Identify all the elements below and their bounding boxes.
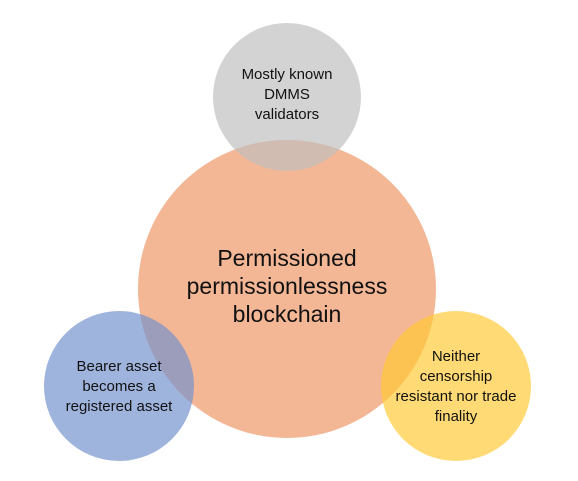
left-label: Bearer asset becomes a registered asset — [58, 342, 180, 432]
top-label-text: Mostly known DMMS validators — [241, 66, 333, 123]
center-label: Permissioned permissionlessness blockcha… — [160, 230, 414, 342]
top-circle — [213, 23, 361, 171]
right-label: Neither censorship resistant nor trade f… — [395, 342, 517, 432]
left-circle — [44, 311, 194, 461]
right-circle — [381, 311, 531, 461]
center-label-text: Permissioned permissionlessness blockcha… — [186, 245, 388, 327]
left-label-text: Bearer asset becomes a registered asset — [65, 358, 173, 415]
top-label: Mostly known DMMS validators — [232, 50, 342, 140]
right-label-text: Neither censorship resistant nor trade f… — [395, 348, 517, 425]
